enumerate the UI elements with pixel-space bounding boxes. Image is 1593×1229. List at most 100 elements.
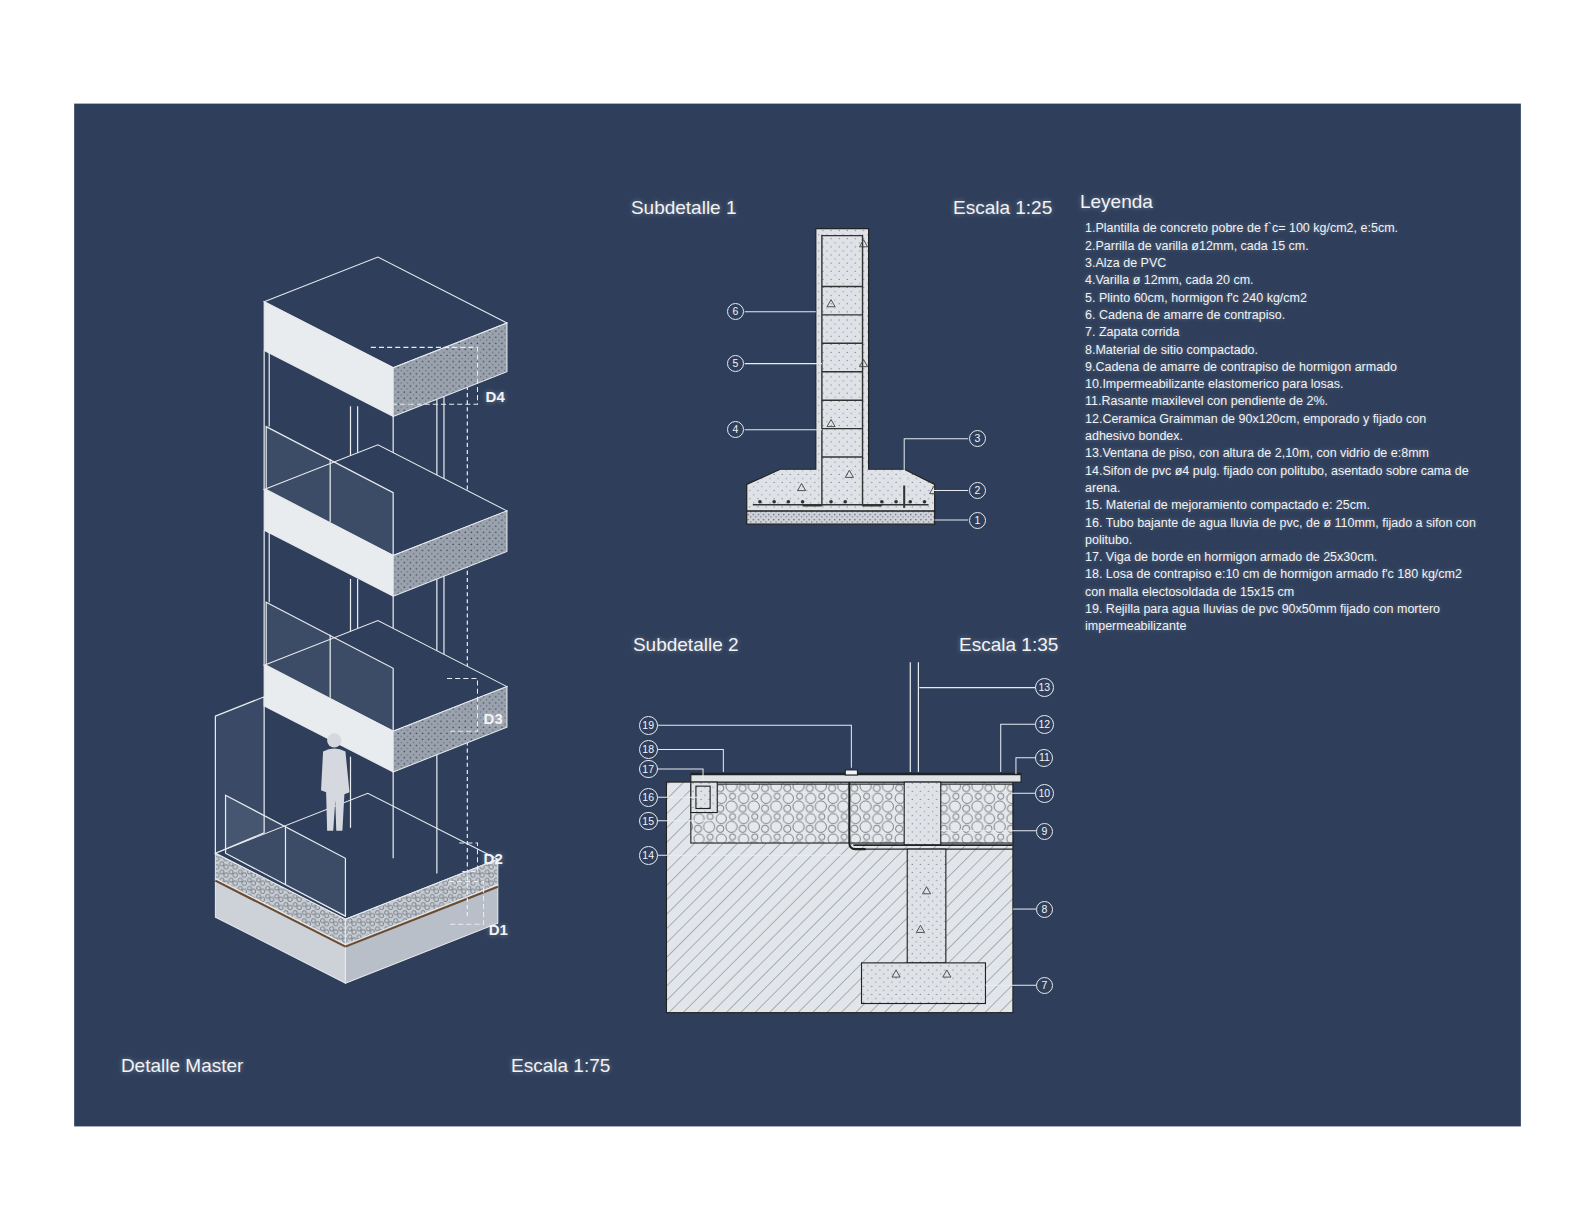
aggregate-symbols	[892, 887, 951, 977]
leader-lines	[656, 725, 851, 768]
foundation-section-2	[666, 782, 1012, 1013]
callout-text: 2	[974, 484, 980, 496]
isometric-base	[215, 793, 497, 983]
aggregate-symbols	[922, 887, 930, 894]
legend-item: 14.Sifon de pvc ø4 pulg. fijado con poli…	[1085, 463, 1477, 498]
callout-number: 11	[1035, 749, 1053, 767]
callout-number: 8	[1036, 901, 1053, 918]
leader-lines	[656, 820, 711, 821]
rebar-dots	[923, 500, 927, 504]
callout-text: 6	[733, 305, 739, 317]
legend-item: 8.Material de sitio compactado.	[1085, 342, 1477, 359]
rebar	[822, 428, 863, 429]
window-frame	[910, 662, 911, 772]
callout-number: 16	[639, 788, 658, 807]
detail-markers	[371, 347, 478, 404]
leader-lines	[656, 769, 703, 780]
heading-label: Detalle Master	[121, 1055, 244, 1077]
glass-railing	[285, 827, 286, 885]
rebar-dots	[758, 500, 762, 504]
callout-text: 9	[1041, 825, 1047, 837]
foundation-section-2	[691, 784, 1013, 843]
callout-text: 5	[733, 357, 739, 369]
rebar	[903, 486, 905, 508]
person-silhouette	[327, 733, 341, 747]
rebar	[822, 314, 863, 315]
heading-label: Escala 1:75	[511, 1055, 610, 1077]
glass-railing	[226, 427, 394, 917]
window-frame	[918, 662, 919, 772]
aggregate-symbols	[916, 925, 924, 932]
aggregate-symbols	[798, 240, 938, 494]
legend-item: 16. Tubo bajante de agua lluvia de pvc, …	[1085, 515, 1477, 550]
legend-item: 9.Cadena de amarre de contrapiso de horm…	[1085, 359, 1477, 376]
legend-item: 1.Plantilla de concreto pobre de f`c= 10…	[1085, 220, 1477, 237]
detail-markers	[371, 347, 484, 924]
isometric-slabs	[264, 257, 507, 731]
aggregate-symbols	[859, 240, 867, 247]
callout-number: 13	[1035, 678, 1054, 697]
callout-number: 18	[639, 740, 658, 759]
aggregate-symbols	[845, 470, 853, 477]
isometric-base	[345, 885, 497, 984]
callout-text: 18	[642, 743, 654, 755]
callout-number: 6	[727, 303, 744, 320]
isometric-slab-edges	[393, 323, 507, 416]
leader-lines	[933, 490, 969, 491]
isometric-slab-edges	[264, 490, 393, 597]
foundation-section-2	[849, 782, 865, 849]
rebar-dots	[894, 500, 898, 504]
callout-number: 14	[639, 846, 658, 865]
person-silhouette	[321, 749, 349, 831]
foundation-section-2	[666, 770, 1021, 1013]
aggregate-symbols	[859, 360, 867, 367]
aggregate-symbols	[943, 970, 951, 977]
rebar	[753, 504, 929, 505]
rebar	[803, 505, 882, 506]
callout-number: 5	[727, 355, 744, 372]
isometric-slab-edges	[393, 687, 507, 772]
legend-item: 11.Rasante maxilevel con pendiente de 2%…	[1085, 393, 1477, 410]
rebar	[821, 235, 822, 506]
isometric-slab-edges	[264, 302, 393, 417]
heading-label: Escala 1:25	[953, 197, 1052, 219]
callout-number: 19	[639, 716, 658, 735]
foundation-section-2	[907, 849, 946, 963]
detail-tag: D2	[484, 850, 503, 867]
callout-number: 10	[1035, 784, 1054, 803]
detail-tag: D4	[486, 388, 505, 405]
rebar-dots	[787, 500, 791, 504]
legend-item: 2.Parrilla de varilla ø12mm, cada 15 cm.	[1085, 238, 1477, 255]
legend-item: 19. Rejilla para agua lluvias de pvc 90x…	[1085, 601, 1477, 636]
callout-number: 7	[1036, 977, 1053, 994]
window-frame	[910, 662, 918, 772]
rebar	[822, 235, 863, 236]
detail-markers	[449, 882, 484, 925]
foundation-section-1	[747, 229, 935, 525]
legend-item: 6. Cadena de amarre de contrapiso.	[1085, 307, 1477, 324]
rebar-dots	[801, 500, 805, 504]
leader-lines	[745, 363, 822, 364]
foundation-section-1	[747, 229, 935, 511]
person-silhouette	[321, 733, 349, 831]
callout-text: 4	[733, 423, 739, 435]
callout-number: 2	[969, 482, 986, 499]
callout-number: 1	[969, 512, 986, 529]
isometric-slab-edges	[393, 511, 507, 596]
leader-lines	[1011, 793, 1036, 794]
rebar	[862, 235, 863, 506]
glass-railing	[330, 635, 331, 698]
glass-railing	[330, 459, 331, 522]
callout-text: 1	[974, 514, 980, 526]
leader-lines	[656, 797, 701, 798]
callout-text: 7	[1041, 979, 1047, 991]
legend-item: 5. Plinto 60cm, hormigon f'c 240 kg/cm2	[1085, 290, 1477, 307]
leader-lines	[1001, 724, 1037, 772]
callout-text: 13	[1039, 681, 1051, 693]
callout-number: 17	[639, 760, 658, 779]
leader-lines	[656, 688, 1036, 986]
detail-markers	[459, 843, 477, 871]
legend-item: 3.Alza de PVC	[1085, 255, 1477, 272]
foundation-section-2	[904, 782, 941, 845]
